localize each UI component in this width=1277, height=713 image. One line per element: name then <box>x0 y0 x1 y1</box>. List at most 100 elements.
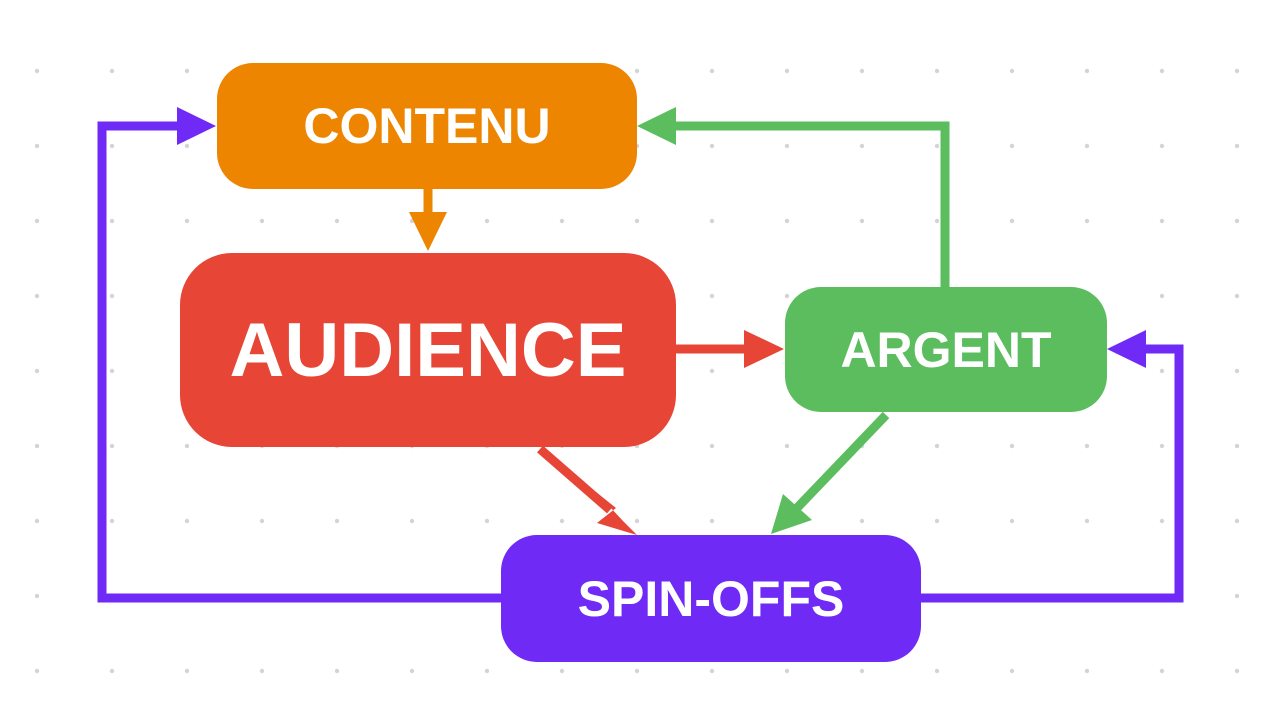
grid-dot <box>1009 68 1015 74</box>
grid-dot <box>1159 368 1165 374</box>
grid-dot <box>1159 68 1165 74</box>
grid-dot <box>109 218 115 224</box>
grid-dot <box>1234 143 1240 149</box>
grid-dot <box>1159 293 1165 299</box>
grid-dot <box>934 68 940 74</box>
edge-spinoffs-to-contenu[interactable] <box>97 107 501 603</box>
grid-dot <box>484 668 490 674</box>
grid-dot <box>409 668 415 674</box>
grid-dot <box>34 68 40 74</box>
grid-dot <box>709 518 715 524</box>
grid-dot <box>709 143 715 149</box>
grid-dot <box>259 668 265 674</box>
edge-line <box>793 411 890 512</box>
grid-dot <box>109 143 115 149</box>
grid-dot <box>34 293 40 299</box>
grid-dot <box>634 68 640 74</box>
grid-dot <box>784 668 790 674</box>
grid-dot <box>1159 668 1165 674</box>
arrowhead-icon <box>409 212 447 251</box>
grid-dot <box>34 218 40 224</box>
grid-dot <box>784 443 790 449</box>
grid-dot <box>34 443 40 449</box>
grid-dot <box>109 668 115 674</box>
grid-dot <box>934 143 940 149</box>
grid-dot <box>1159 143 1165 149</box>
arrowhead-icon <box>596 492 637 535</box>
edge-argent-to-spinoffs[interactable] <box>771 411 890 534</box>
grid-dot <box>34 668 40 674</box>
grid-dot <box>634 218 640 224</box>
grid-dot <box>1159 518 1165 524</box>
grid-dot <box>34 368 40 374</box>
grid-dot <box>1084 443 1090 449</box>
arrowhead-icon <box>744 330 784 368</box>
node-label: SPIN-OFFS <box>577 570 845 627</box>
grid-dot <box>34 143 40 149</box>
edge-line <box>675 121 950 287</box>
grid-dot <box>109 518 115 524</box>
edge-spinoffs-to-argent[interactable] <box>921 330 1184 603</box>
grid-dot <box>1084 218 1090 224</box>
arrowhead-icon <box>771 494 812 534</box>
grid-dot <box>484 218 490 224</box>
grid-dot <box>934 218 940 224</box>
grid-dot <box>859 518 865 524</box>
edge-contenu-to-audience[interactable] <box>409 189 447 251</box>
grid-dot <box>1084 668 1090 674</box>
grid-dot <box>109 293 115 299</box>
grid-dot <box>934 518 940 524</box>
grid-dot <box>1159 443 1165 449</box>
grid-dot <box>1009 518 1015 524</box>
grid-dot <box>1234 293 1240 299</box>
grid-dot <box>1009 443 1015 449</box>
grid-dot <box>1009 668 1015 674</box>
grid-dot <box>709 443 715 449</box>
grid-dot <box>859 143 865 149</box>
edge-argent-to-contenu[interactable] <box>637 107 950 287</box>
edge-audience-to-argent[interactable] <box>676 330 784 368</box>
grid-dot <box>1234 593 1240 599</box>
grid-dot <box>1234 218 1240 224</box>
grid-dot <box>709 668 715 674</box>
arrowhead-icon <box>177 107 216 145</box>
node-label: CONTENU <box>303 98 551 154</box>
node-spinoffs[interactable]: SPIN-OFFS <box>501 535 921 662</box>
grid-dot <box>1234 443 1240 449</box>
grid-dot <box>1084 518 1090 524</box>
arrowhead-icon <box>1107 330 1146 368</box>
grid-dot <box>859 218 865 224</box>
grid-dot <box>334 518 340 524</box>
edge-audience-to-spinoffs[interactable] <box>537 445 637 535</box>
grid-dot <box>184 443 190 449</box>
grid-dot <box>559 668 565 674</box>
grid-dot <box>184 668 190 674</box>
grid-dot <box>1234 668 1240 674</box>
grid-dot <box>859 68 865 74</box>
grid-dot <box>1234 518 1240 524</box>
grid-dot <box>34 593 40 599</box>
grid-dot <box>109 443 115 449</box>
grid-dot <box>109 368 115 374</box>
edge-line <box>921 344 1184 603</box>
grid-dot <box>1084 143 1090 149</box>
grid-dot <box>184 68 190 74</box>
grid-dot <box>1159 218 1165 224</box>
grid-dot <box>784 293 790 299</box>
node-audience[interactable]: AUDIENCE <box>180 253 676 447</box>
grid-dot <box>934 668 940 674</box>
grid-dot <box>934 443 940 449</box>
arrowhead-icon <box>637 107 676 145</box>
node-argent[interactable]: ARGENT <box>785 287 1107 412</box>
grid-dot <box>634 518 640 524</box>
grid-dot <box>484 518 490 524</box>
grid-dot <box>1234 368 1240 374</box>
grid-dot <box>34 518 40 524</box>
grid-dot <box>184 143 190 149</box>
node-contenu[interactable]: CONTENU <box>217 63 637 189</box>
grid-dot <box>409 518 415 524</box>
node-label: AUDIENCE <box>229 307 627 393</box>
grid-dot <box>184 518 190 524</box>
grid-dot <box>784 143 790 149</box>
grid-dot <box>109 68 115 74</box>
